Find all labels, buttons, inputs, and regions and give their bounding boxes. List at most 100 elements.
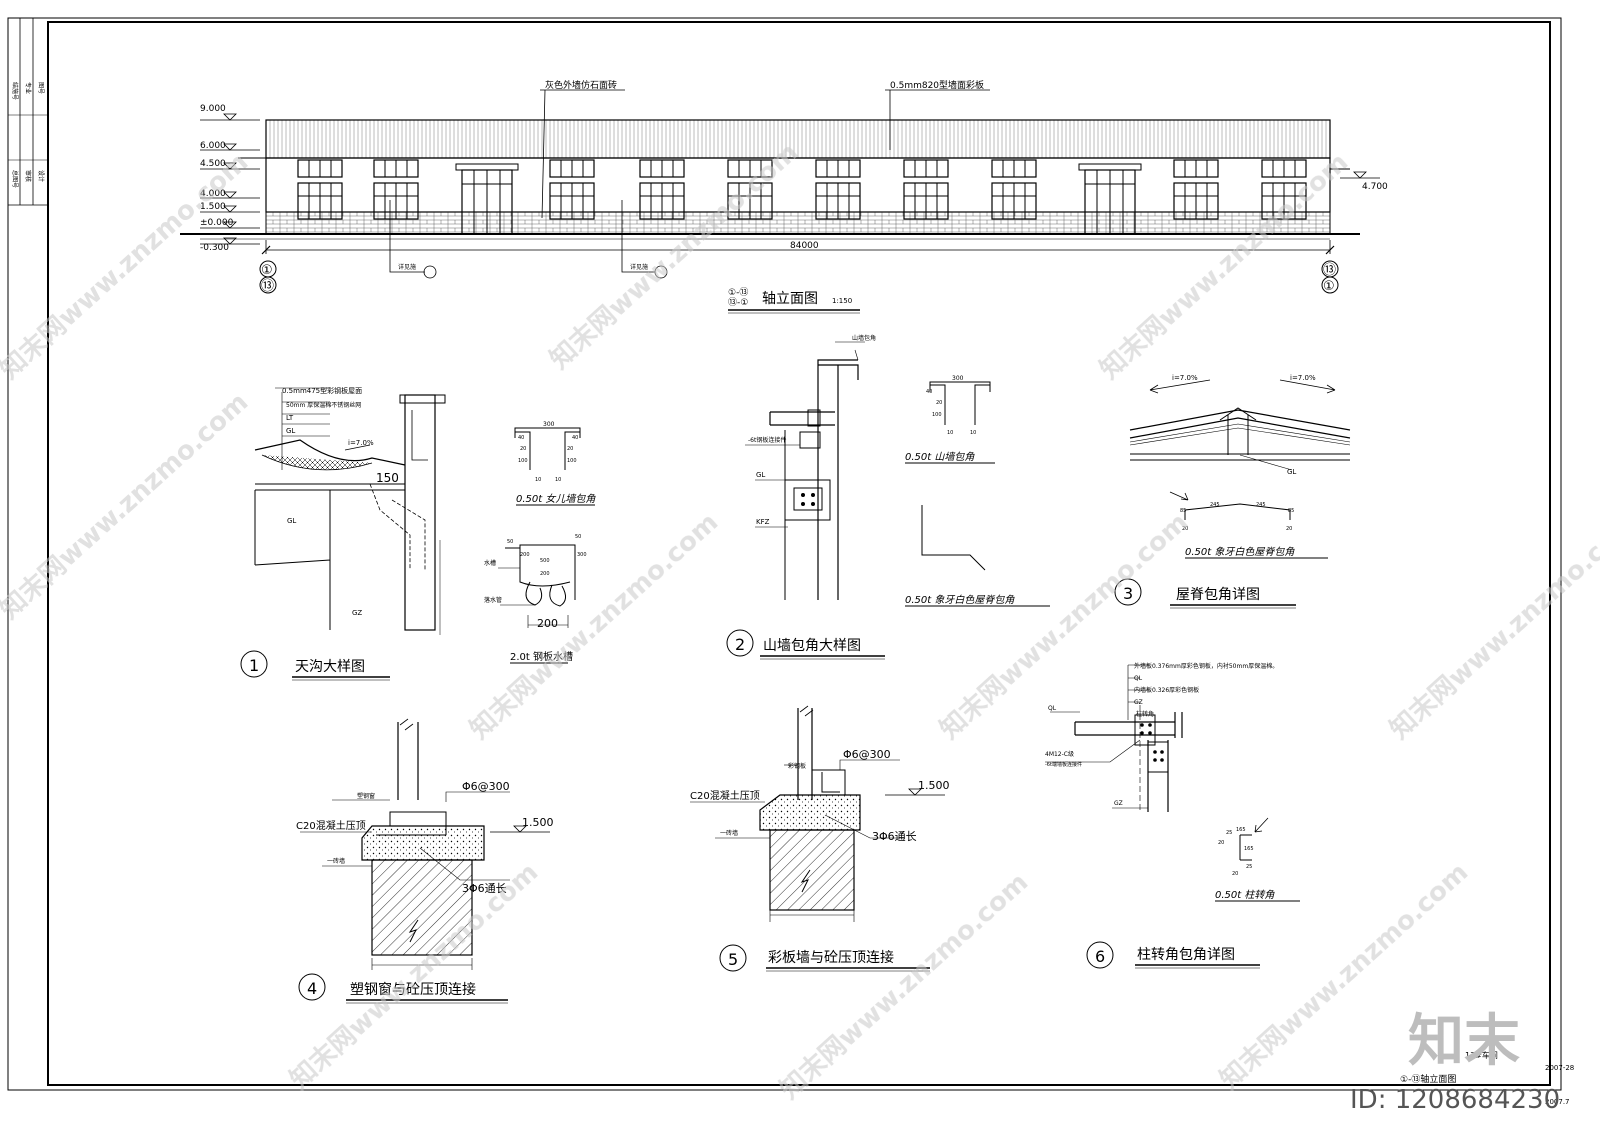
outer-border — [7, 17, 1562, 1091]
detail6-dim: 25 — [1226, 830, 1232, 836]
detail3-dim: 245 — [1210, 502, 1220, 508]
detail1-parapet-dim: 300 — [543, 421, 555, 428]
detail2-gable-dim: 300 — [952, 375, 964, 382]
detail6-label: 4M12-C级 — [1045, 750, 1074, 758]
detail2-gable-dim: 100 — [932, 412, 942, 418]
detail1-parapet-dim: 40 — [518, 435, 524, 441]
detail-1-gutter: 0.5mm475型彩钢板屋面 50mm 厚保温棉不锈钢丝网 LT GL i=7.… — [240, 386, 596, 681]
detail5-label: C20混凝土压顶 — [690, 789, 760, 802]
elevation-title-axes: ⑬-① — [728, 297, 748, 308]
detail2-ridge-caption: 0.50t 象牙白色屋脊包角 — [905, 594, 1015, 606]
detail1-gutter-dim: 200 — [520, 552, 530, 558]
watermark-text: 知末网www.znzmo.com — [545, 137, 805, 375]
detail1-parapet-dim: 10 — [535, 477, 541, 483]
detail1-gutter-dim: 50 — [507, 539, 513, 545]
detail2-gable-dim: 40 — [926, 389, 932, 395]
level-label: 1.500 — [200, 202, 226, 212]
detail1-parapet-dim: 10 — [555, 477, 561, 483]
detail1-parapet-dim: 20 — [567, 446, 573, 452]
footer-title-ref: ①-⑬轴立面图 — [1400, 1073, 1456, 1085]
level-label: 9.000 — [200, 104, 226, 114]
detail6-label: 柱转角 — [1136, 710, 1154, 718]
detail2-gable-dim: 20 — [936, 400, 942, 406]
axis-bubble: ① — [261, 263, 273, 278]
detail1-parapet-dim: 40 — [572, 435, 578, 441]
detail1-gutter-dim: 50 — [575, 534, 581, 540]
detail1-parapet-dim: 100 — [567, 458, 577, 464]
section-leader-label: 详见施 — [630, 263, 648, 271]
detail2-label: GL — [756, 471, 765, 479]
detail6-dim: 20 — [1218, 840, 1224, 846]
detail1-gutter-label: 落水管 — [484, 596, 502, 604]
detail5-long-bars: 3Φ6通长 — [872, 830, 917, 843]
watermark-text: 知末网www.znzmo.com — [1095, 147, 1355, 385]
detail3-gl-label: GL — [1287, 468, 1296, 476]
axis-bubble: ⑬ — [261, 279, 274, 294]
detail5-rebar: Φ6@300 — [843, 748, 891, 761]
elevation-doors — [455, 163, 1142, 235]
detail2-gable-dim: 10 — [947, 430, 953, 436]
total-dimension: 84000 — [790, 241, 819, 251]
elevation-title: 轴立面图 — [762, 291, 818, 307]
detail1-gutter-label: 水槽 — [484, 559, 496, 567]
title-block-strip: 结施号 专业 图号 总图号 审核 设计 — [8, 18, 48, 206]
detail1-parapet-dim: 100 — [518, 458, 528, 464]
detail4-label: C20混凝土压顶 — [296, 819, 366, 832]
detail4-long-bars: 3Φ6通长 — [462, 882, 507, 895]
detail2-title: 山墙包角大样图 — [763, 638, 861, 654]
detail6-dim: 165 — [1236, 827, 1246, 833]
detail6-label: -6t端墙板连接件 — [1045, 761, 1082, 768]
level-label: 6.000 — [200, 141, 226, 151]
detail-4-window-sill: 塑钢窗 C20混凝土压顶 一砖墙 Φ6@300 1.500 3Φ6通长 4 塑钢… — [296, 718, 554, 1004]
detail-5-panel-sill: 彩钢板 C20混凝土压顶 一砖墙 Φ6@300 1.500 3Φ6通长 5 彩板… — [690, 705, 950, 972]
elevation-wall — [265, 157, 1331, 213]
detail4-label: 一砖墙 — [327, 857, 345, 865]
detail1-dim-200: 200 — [537, 617, 558, 630]
elevation-windows — [297, 159, 1307, 220]
title-block-label: 结施号 — [11, 82, 19, 100]
title-block-label: 专业 — [24, 82, 32, 94]
level-label: 4.000 — [200, 189, 226, 199]
detail4-level: 1.500 — [522, 816, 554, 829]
detail6-label: QL — [1134, 675, 1143, 682]
detail6-number: 6 — [1095, 947, 1105, 966]
detail1-gutter-dim: 300 — [577, 552, 587, 558]
detail3-slope: i=7.0% — [1172, 374, 1198, 382]
detail6-dim: 165 — [1244, 846, 1254, 852]
section-leader-label: 详见施 — [398, 263, 416, 271]
detail6-dim: 20 — [1232, 871, 1238, 877]
detail6-label: QL — [1048, 705, 1057, 712]
detail1-gl-label: GL — [287, 517, 296, 525]
elevation-scale: 1:150 — [832, 297, 852, 305]
detail1-gutter-dim: 200 — [540, 571, 550, 577]
watermark-text: 知末网www.znzmo.com — [465, 507, 725, 745]
title-block-label: 审核 — [24, 170, 32, 182]
detail6-label: 外墙板0.376mm厚彩色钢板，内衬50mm厚保温棉。 — [1134, 662, 1278, 670]
detail1-gutter-caption: 2.0t 钢板水槽 — [510, 650, 573, 663]
axis-bubble: ① — [1323, 279, 1335, 294]
detail-3-ridge: GL i=7.0% i=7.0% 85 245 245 85 20 20 0.5… — [1114, 374, 1351, 609]
footer-date: 2007.7 — [1545, 1098, 1570, 1106]
detail3-dim: 20 — [1182, 526, 1188, 532]
detail3-dim: 85 — [1288, 508, 1294, 514]
detail3-dim: 85 — [1180, 508, 1186, 514]
title-block-label: 总图号 — [11, 170, 19, 188]
detail3-number: 3 — [1123, 584, 1133, 603]
elevation-panel-ribs — [265, 119, 1331, 159]
level-label: ±0.000 — [200, 218, 234, 228]
level-label: -0.300 — [200, 243, 229, 253]
elevation-title-axes: ①-⑬ — [728, 287, 748, 298]
detail1-gutter-dim: 500 — [540, 558, 550, 564]
watermark-text: 知末网www.znzmo.com — [1385, 507, 1600, 745]
watermark-brand: 知末 — [1408, 1009, 1520, 1074]
watermark-text: 知末网www.znzmo.com — [935, 507, 1195, 745]
detail1-layer-label: LT — [286, 414, 294, 422]
watermark-id: ID: 1208684230 — [1350, 1085, 1560, 1115]
detail1-dim-150: 150 — [376, 471, 399, 485]
detail3-dim: 245 — [1256, 502, 1266, 508]
detail1-layer-label: GL — [286, 427, 295, 435]
detail1-title: 天沟大样图 — [295, 659, 365, 675]
detail1-parapet-caption: 0.50t 女儿墙包角 — [516, 493, 596, 505]
elevation-masonry — [265, 211, 1331, 235]
